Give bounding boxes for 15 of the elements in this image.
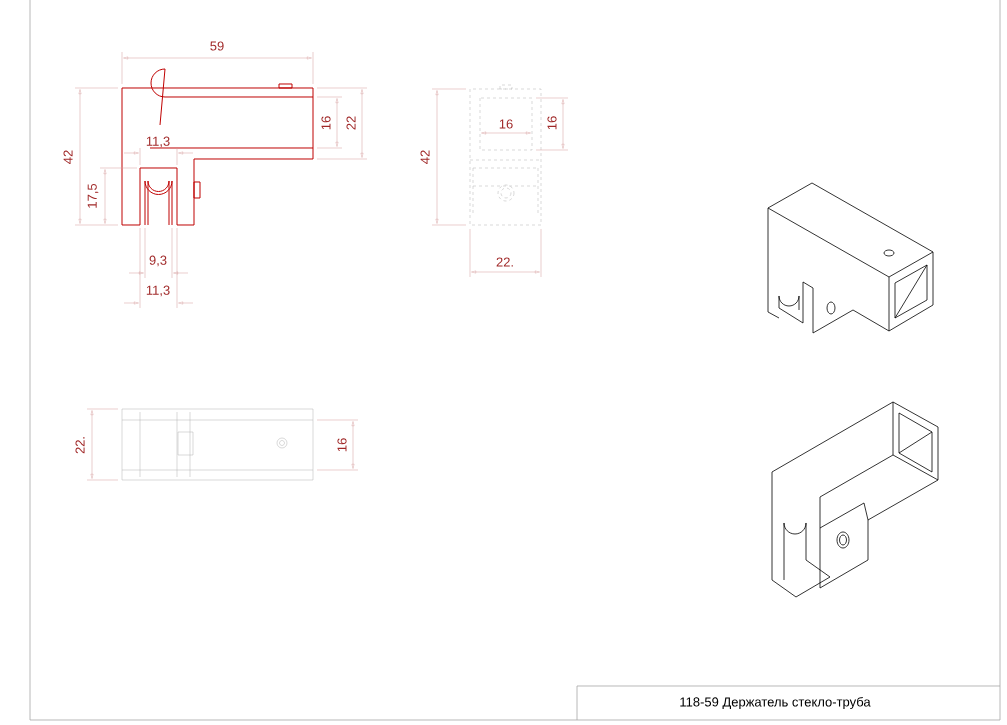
dimension-label: 59 [210, 41, 224, 51]
title-block: 118-59 Держатель стекло-труба [576, 685, 1001, 721]
dimension-label: 9,3 [149, 255, 167, 267]
dimension-label: 11,3 [146, 136, 170, 148]
dimension-label: 42 [420, 150, 430, 164]
dimension-label: 16 [547, 116, 557, 130]
dimension-label: 42 [63, 150, 73, 164]
dimension-label: 11,3 [146, 285, 170, 297]
dimension-label: 16 [499, 119, 513, 129]
dimension-label: 16 [337, 438, 347, 452]
dimension-label: 16 [321, 116, 331, 130]
dimension-label: 22. [75, 437, 85, 454]
dimension-label: 17,5 [87, 183, 99, 208]
dimension-label: 22 [346, 116, 356, 130]
dimension-label: 22. [496, 257, 513, 267]
